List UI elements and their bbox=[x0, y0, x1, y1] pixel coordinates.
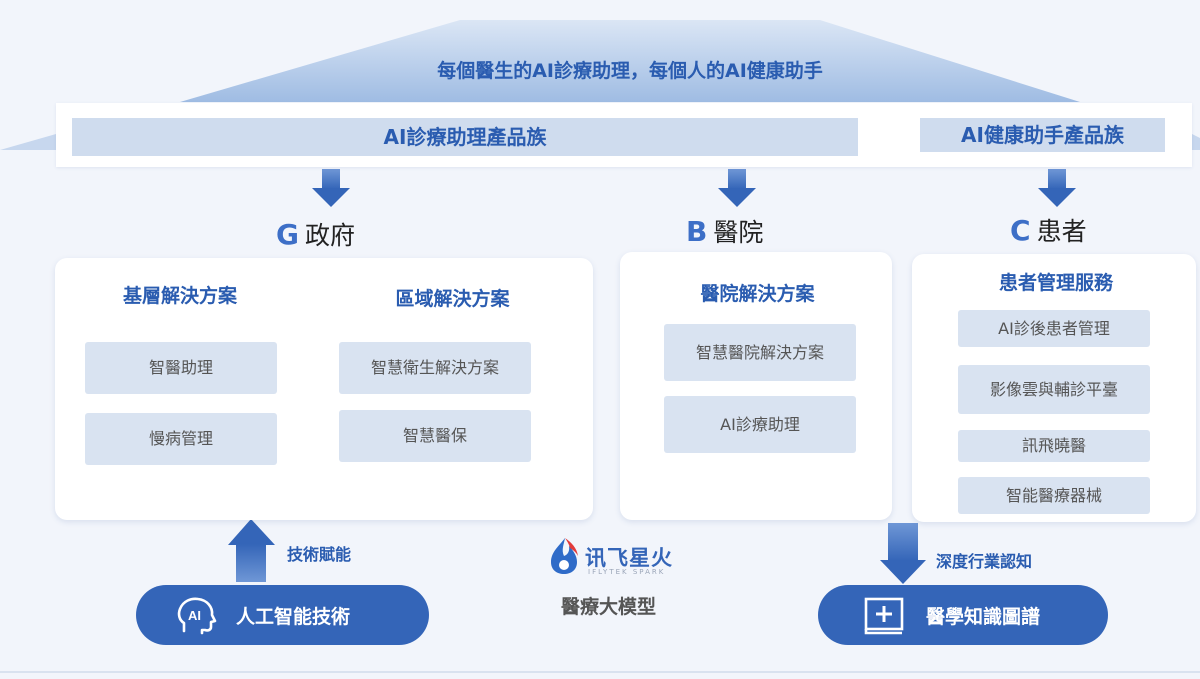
hospital-item: AI診療助理 bbox=[664, 396, 856, 453]
ai-technology-label: 人工智能技術 bbox=[236, 606, 351, 628]
patient-item: AI診後患者管理 bbox=[958, 310, 1150, 347]
patient-service-title: 患者管理服務 bbox=[998, 272, 1113, 294]
patient-item: 訊飛曉醫 bbox=[958, 430, 1150, 462]
spark-logo-text: 讯飞星火 bbox=[585, 546, 673, 570]
industry-knowledge-label: 深度行業認知 bbox=[936, 552, 1033, 571]
gov-item: 智慧醫保 bbox=[339, 410, 531, 462]
hospital-item: 智慧醫院解決方案 bbox=[664, 324, 856, 381]
svg-text:AI: AI bbox=[188, 608, 201, 623]
spark-logo-icon bbox=[551, 538, 578, 574]
product-family-diagnosis: AI診療助理產品族 bbox=[72, 118, 858, 156]
b-letter-icon: B bbox=[686, 215, 708, 248]
spark-logo-subtext: IFLYTEK SPARK bbox=[588, 568, 666, 576]
hospital-card bbox=[620, 252, 892, 520]
arrow-up-icon bbox=[228, 519, 275, 582]
patient-item: 影像雲與輔診平臺 bbox=[958, 365, 1150, 414]
tech-empowerment-label: 技術賦能 bbox=[287, 545, 352, 564]
ai-technology-pill: AI 人工智能技術 bbox=[136, 585, 429, 645]
knowledge-graph-label: 醫學知識圖譜 bbox=[926, 606, 1041, 628]
product-family-health: AI健康助手產品族 bbox=[920, 118, 1165, 152]
gov-item: 慢病管理 bbox=[85, 413, 277, 465]
gov-item: 智慧衛生解決方案 bbox=[339, 342, 531, 394]
slogan-banner: 每個醫生的AI診療助理，每個人的AI健康助手 bbox=[437, 60, 823, 82]
knowledge-graph-pill: 醫學知識圖譜 bbox=[818, 585, 1108, 645]
regional-title: 區域解決方案 bbox=[395, 288, 510, 310]
gov-item: 智醫助理 bbox=[85, 342, 277, 394]
medical-model-label: 醫療大模型 bbox=[561, 596, 657, 618]
hospital-solution-title: 醫院解決方案 bbox=[700, 283, 815, 305]
arrow-down-icon bbox=[880, 523, 926, 584]
arrow-down-icon bbox=[312, 169, 350, 207]
arrow-down-icon bbox=[1038, 169, 1076, 207]
ai-head-icon: AI bbox=[177, 597, 217, 635]
arrow-down-icon bbox=[718, 169, 756, 207]
medical-book-icon bbox=[864, 597, 904, 635]
c-letter-icon: C bbox=[1010, 214, 1031, 247]
g-letter-icon: G bbox=[276, 218, 299, 251]
patient-item: 智能醫療器械 bbox=[958, 477, 1150, 514]
primary-care-title: 基層解決方案 bbox=[122, 285, 237, 307]
